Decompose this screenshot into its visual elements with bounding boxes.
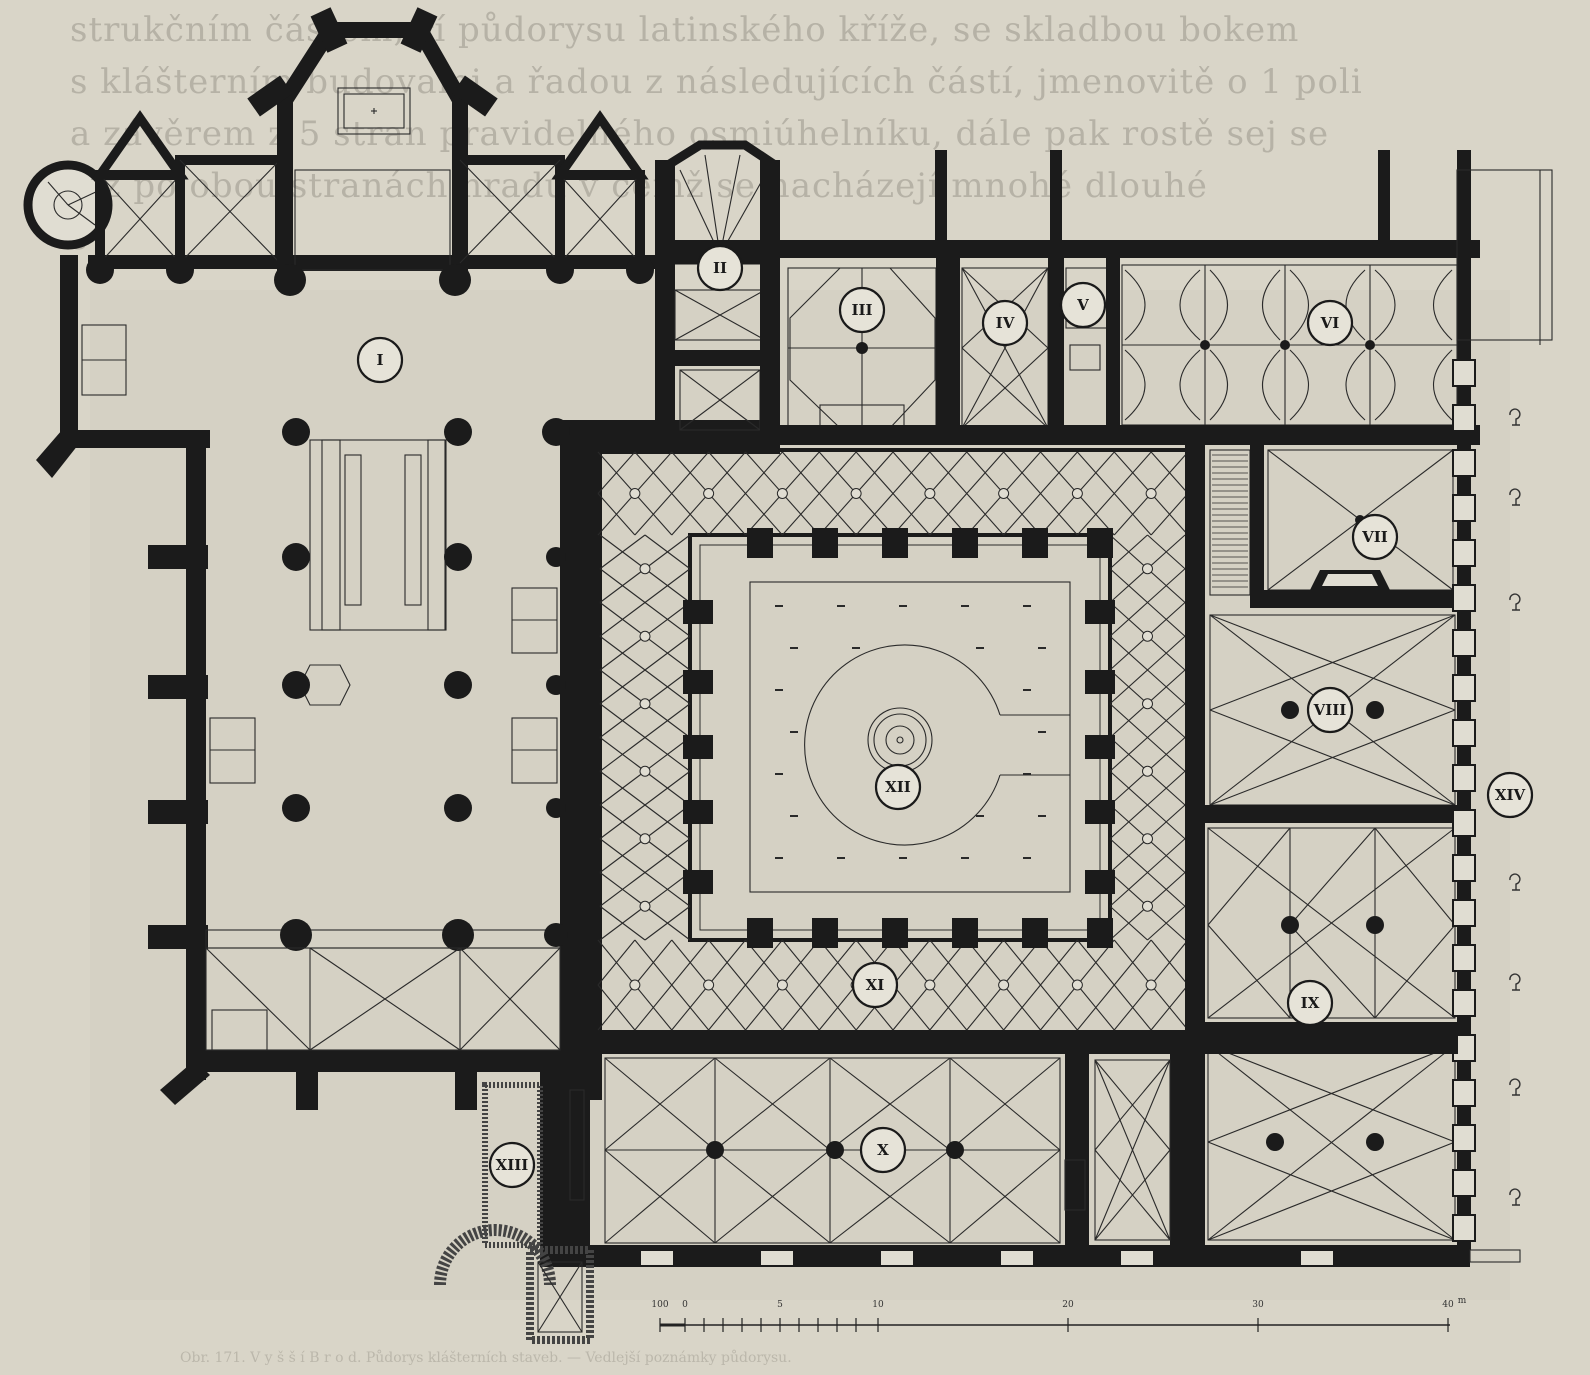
svg-text:III: III xyxy=(851,301,872,319)
svg-text:XIII: XIII xyxy=(496,1156,529,1174)
church-interior xyxy=(81,324,570,1051)
cloister xyxy=(596,448,1190,1034)
room-label-viii: VIII xyxy=(1306,686,1354,734)
room-label-vii: VII xyxy=(1351,513,1399,561)
svg-text:I: I xyxy=(376,351,383,369)
room-label-xiii: XIII xyxy=(488,1141,536,1189)
svg-text:VII: VII xyxy=(1361,528,1388,546)
bleed-line: strukčním částem, ří půdorysu latinského… xyxy=(70,10,1300,50)
svg-text:XII: XII xyxy=(885,778,911,796)
scale-tick-label: 10 xyxy=(872,1300,884,1310)
south-range xyxy=(434,1032,1521,1344)
svg-text:II: II xyxy=(713,259,727,277)
svg-text:VIII: VIII xyxy=(1313,701,1347,719)
north-range xyxy=(655,140,1553,1250)
room-label-vi: VI xyxy=(1306,299,1354,347)
scale-unit-label: m xyxy=(1457,1296,1467,1306)
room-label-ix: IX xyxy=(1286,979,1334,1027)
plan-backdrop xyxy=(90,290,1510,1300)
room-label-i: I xyxy=(356,336,404,384)
svg-text:X: X xyxy=(877,1141,889,1159)
scale-tick-label: 100 xyxy=(651,1300,669,1310)
garth-plantings xyxy=(775,605,1046,859)
scale-tick-label: 5 xyxy=(777,1300,783,1310)
svg-text:XIV: XIV xyxy=(1495,786,1526,804)
room-label-xii: XII xyxy=(874,763,922,811)
svg-text:V: V xyxy=(1076,296,1089,314)
scale-tick-label: 0 xyxy=(682,1300,688,1310)
svg-text:IX: IX xyxy=(1301,994,1320,1012)
scale-tick-label: 40 xyxy=(1442,1300,1454,1310)
scale-tick-label: 30 xyxy=(1252,1300,1264,1310)
scale-bar-graphic xyxy=(659,1318,1450,1332)
room-label-xi: XI xyxy=(851,961,899,1009)
room-label-v: V xyxy=(1059,281,1107,329)
scale-bar: 100 0 5 10 20 30 40 m xyxy=(650,1296,1470,1350)
north-chapels xyxy=(23,7,654,296)
room-label-iii: III xyxy=(838,286,886,334)
svg-text:XI: XI xyxy=(866,976,885,994)
room-label-ii: II xyxy=(696,244,744,292)
scale-tick-label: 20 xyxy=(1062,1300,1074,1310)
svg-text:VI: VI xyxy=(1320,314,1340,332)
cloister-piers xyxy=(683,528,1115,948)
room-label-xiv: XIV xyxy=(1486,771,1534,819)
room-label-iv: IV xyxy=(981,299,1029,347)
figure-caption: Obr. 171. V y š š í B r o d. Půdorys klá… xyxy=(180,1350,792,1366)
room-label-x: X xyxy=(859,1126,907,1174)
svg-text:IV: IV xyxy=(996,314,1015,332)
cloister-vaults xyxy=(597,451,1189,1031)
